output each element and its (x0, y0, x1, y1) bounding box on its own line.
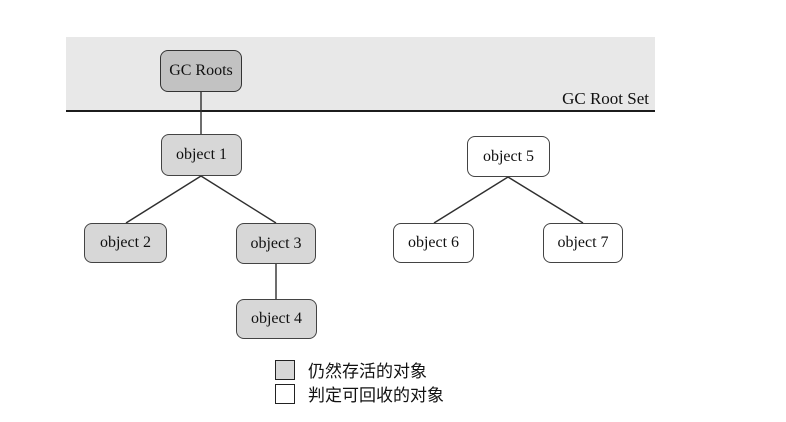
legend-label-alive: 仍然存活的对象 (308, 362, 427, 381)
edge-object5-object6 (433, 176, 509, 224)
legend-row-recyclable: 判定可回收的对象 (275, 383, 444, 405)
node-object-2: object 2 (84, 223, 167, 263)
edge-object5-object7 (507, 176, 584, 224)
legend-label-recyclable: 判定可回收的对象 (308, 386, 444, 405)
legend-row-alive: 仍然存活的对象 (275, 359, 427, 381)
legend-swatch-recyclable (275, 383, 295, 404)
gc-root-set-label: GC Root Set (562, 89, 649, 108)
node-object-6: object 6 (393, 223, 474, 263)
node-gc-roots: GC Roots (160, 50, 242, 92)
edge-object1-object3 (200, 175, 277, 224)
node-object-3: object 3 (236, 223, 316, 264)
edge-object1-object2 (125, 175, 202, 224)
node-object-4: object 4 (236, 299, 317, 339)
node-object-1: object 1 (161, 134, 242, 176)
node-object-5: object 5 (467, 136, 550, 177)
legend-swatch-alive (275, 359, 295, 380)
node-object-7: object 7 (543, 223, 623, 263)
